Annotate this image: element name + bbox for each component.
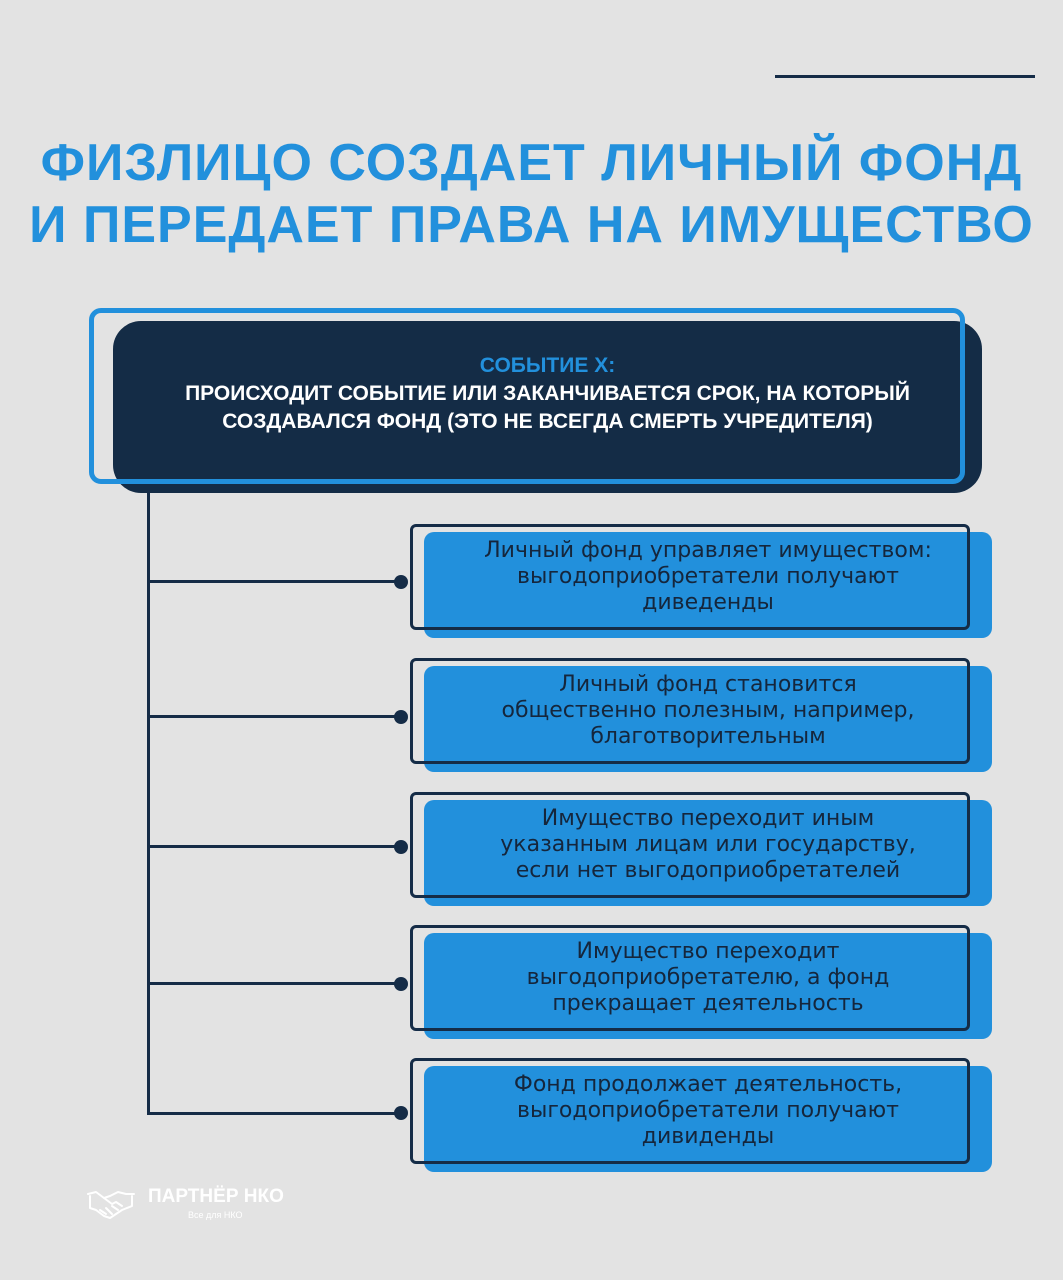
outcome-card-outline [410, 1058, 970, 1164]
outcome-2-line-3: благотворительным [590, 724, 826, 749]
outcome-3-line-2: указанным лицам или государству, [500, 832, 916, 857]
outcome-card-3: Имущество переходит иным указанным лицам… [410, 792, 992, 906]
outcome-card-outline [410, 524, 970, 630]
connector-branch-2 [147, 715, 402, 718]
outcome-2-line-2: общественно полезным, например, [501, 698, 915, 723]
outcome-card-fill [424, 532, 992, 638]
connector-dot-2 [394, 710, 408, 724]
outcome-card-fill [424, 933, 992, 1039]
event-text: СОБЫТИЕ Х: ПРОИСХОДИТ СОБЫТИЕ ИЛИ ЗАКАНЧ… [113, 352, 982, 436]
outcome-text: Фонд продолжает деятельность, выгодоприо… [424, 1058, 992, 1164]
connector-dot-5 [394, 1106, 408, 1120]
top-divider-line [775, 75, 1035, 78]
title-line-2: И ПЕРЕДАЕТ ПРАВА НА ИМУЩЕСТВО [29, 196, 1034, 254]
outcome-text: Личный фонд управляет имуществом: выгодо… [424, 524, 992, 630]
outcome-card-fill [424, 1066, 992, 1172]
page-title: ФИЗЛИЦО СОЗДАЕТ ЛИЧНЫЙ ФОНД И ПЕРЕДАЕТ П… [0, 132, 1063, 256]
outcome-text: Личный фонд становится общественно полез… [424, 658, 992, 764]
outcome-4-line-1: Имущество переходит [576, 939, 840, 964]
outcome-card-1: Личный фонд управляет имуществом: выгодо… [410, 524, 992, 638]
brand-name: ПАРТНЁР НКО [148, 1186, 284, 1207]
outcome-5-line-1: Фонд продолжает деятельность, [513, 1072, 903, 1097]
connector-branch-3 [147, 845, 402, 848]
brand-tagline: Все для НКО [188, 1210, 243, 1220]
connector-trunk [147, 490, 150, 1115]
outcome-card-4: Имущество переходит выгодоприобретателю,… [410, 925, 992, 1039]
connector-branch-5 [147, 1112, 402, 1115]
outcome-4-line-2: выгодоприобретателю, а фонд [526, 965, 890, 990]
outcome-2-line-1: Личный фонд становится [559, 672, 857, 697]
connector-dot-4 [394, 977, 408, 991]
outcome-1-line-1: Личный фонд управляет имуществом: [484, 538, 932, 563]
outcome-5-line-2: выгодоприобретатели получают [517, 1098, 899, 1123]
title-line-1: ФИЗЛИЦО СОЗДАЕТ ЛИЧНЫЙ ФОНД [40, 134, 1023, 192]
connector-branch-1 [147, 580, 402, 583]
event-label: СОБЫТИЕ Х: [479, 354, 616, 377]
outcome-1-line-2: выгодоприобретатели получают [517, 564, 899, 589]
handshake-icon [87, 1191, 135, 1219]
event-description-line-1: ПРОИСХОДИТ СОБЫТИЕ ИЛИ ЗАКАНЧИВАЕТСЯ СРО… [185, 382, 910, 405]
outcome-5-line-3: дивиденды [641, 1124, 775, 1149]
outcome-card-fill [424, 800, 992, 906]
outcome-card-fill [424, 666, 992, 772]
connector-branch-4 [147, 982, 402, 985]
outcome-card-outline [410, 792, 970, 898]
outcome-4-line-3: прекращает деятельность [552, 991, 864, 1016]
outcome-1-line-3: диведенды [642, 590, 774, 615]
outcome-text: Имущество переходит иным указанным лицам… [424, 792, 992, 898]
outcome-card-outline [410, 925, 970, 1031]
event-box [113, 321, 982, 493]
outcome-3-line-1: Имущество переходит иным [541, 806, 875, 831]
connector-dot-1 [394, 575, 408, 589]
outcome-text: Имущество переходит выгодоприобретателю,… [424, 925, 992, 1031]
outcome-card-2: Личный фонд становится общественно полез… [410, 658, 992, 772]
outcome-card-5: Фонд продолжает деятельность, выгодоприо… [410, 1058, 992, 1172]
event-box-outline [89, 308, 965, 484]
outcome-card-outline [410, 658, 970, 764]
connector-dot-3 [394, 840, 408, 854]
event-description-line-2: СОЗДАВАЛСЯ ФОНД (ЭТО НЕ ВСЕГДА СМЕРТЬ УЧ… [222, 410, 873, 433]
outcome-3-line-3: если нет выгодоприобретателей [515, 858, 901, 883]
